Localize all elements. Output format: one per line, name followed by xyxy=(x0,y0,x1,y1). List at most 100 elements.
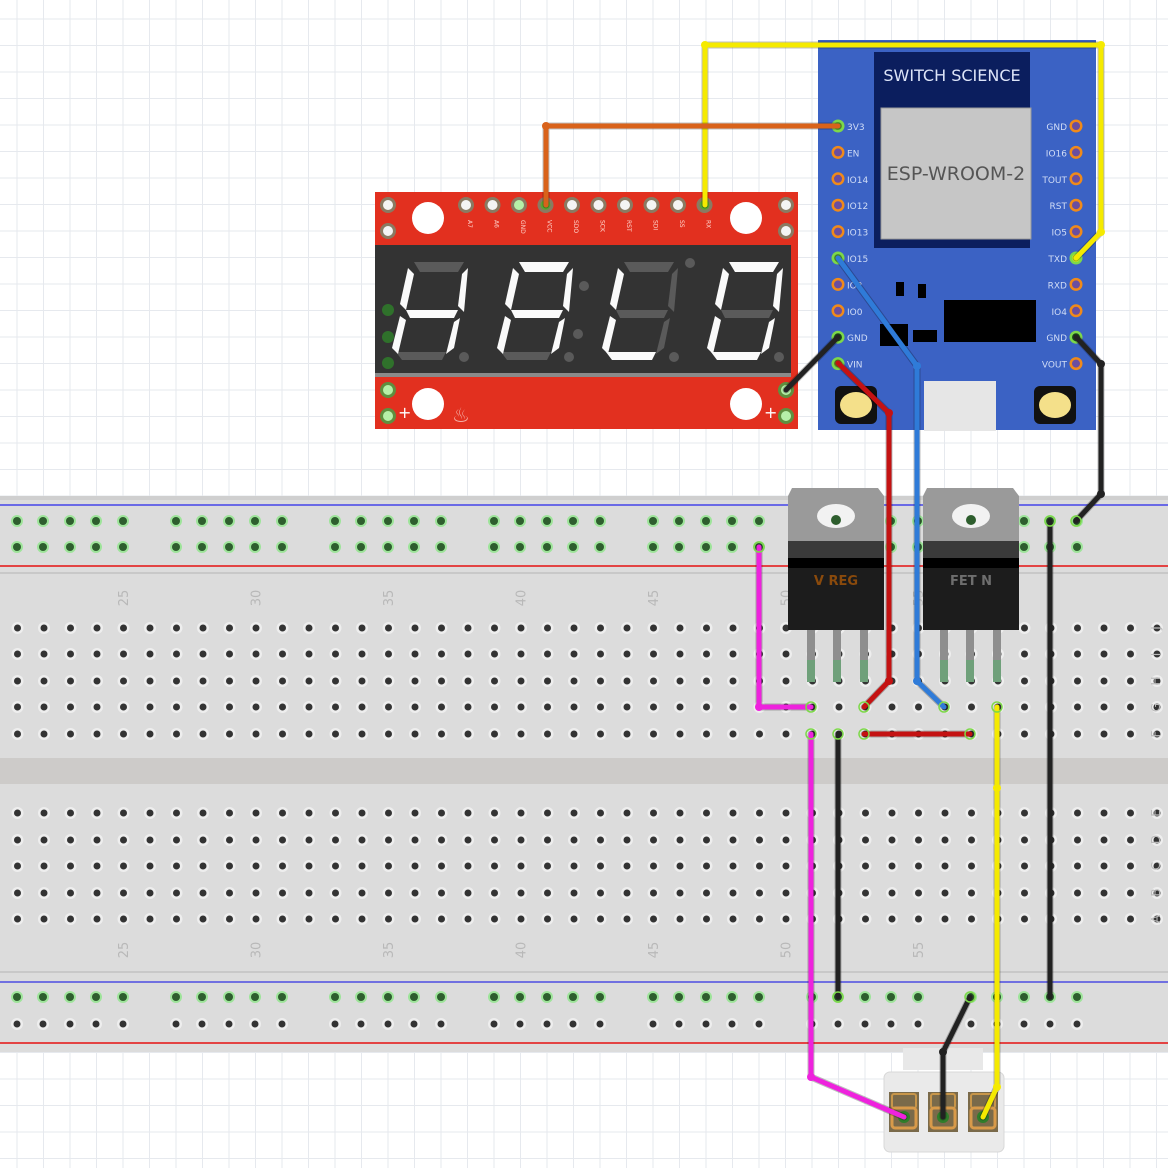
voltage-regulator[interactable]: V REG xyxy=(788,488,884,682)
breadboard-hole-connected[interactable] xyxy=(66,543,74,551)
breadboard-hole[interactable] xyxy=(14,730,21,738)
breadboard-hole[interactable] xyxy=(252,889,260,897)
breadboard-hole[interactable] xyxy=(67,677,74,685)
breadboard-hole[interactable] xyxy=(119,1020,127,1028)
breadboard-hole[interactable] xyxy=(888,703,896,711)
breadboard-hole[interactable] xyxy=(623,624,631,632)
breadboard-hole[interactable] xyxy=(967,1020,975,1028)
breadboard-hole[interactable] xyxy=(570,889,578,897)
breadboard-hole[interactable] xyxy=(1153,624,1161,632)
breadboard-hole[interactable] xyxy=(120,703,127,711)
breadboard-hole-connected[interactable] xyxy=(384,517,392,525)
breadboard-hole[interactable] xyxy=(358,624,366,632)
breadboard-hole[interactable] xyxy=(173,889,180,897)
breadboard-hole[interactable] xyxy=(597,809,604,817)
display-pin-gnd[interactable] xyxy=(514,200,524,210)
breadboard-hole[interactable] xyxy=(1127,809,1134,817)
breadboard-hole[interactable] xyxy=(1074,650,1081,658)
breadboard-hole[interactable] xyxy=(1021,809,1028,817)
breadboard-hole[interactable] xyxy=(1127,836,1134,844)
display-pin-sdo[interactable] xyxy=(567,200,577,210)
breadboard-hole[interactable] xyxy=(782,889,790,897)
breadboard-hole[interactable] xyxy=(40,730,48,738)
breadboard-hole[interactable] xyxy=(332,677,339,685)
breadboard-hole[interactable] xyxy=(252,809,260,817)
breadboard-hole[interactable] xyxy=(1100,624,1108,632)
breadboard-hole[interactable] xyxy=(411,889,419,897)
breadboard-hole-connected[interactable] xyxy=(119,543,127,551)
breadboard-hole-connected[interactable] xyxy=(225,993,233,1001)
breadboard-hole[interactable] xyxy=(332,730,339,738)
breadboard-hole[interactable] xyxy=(703,730,710,738)
breadboard-hole[interactable] xyxy=(464,677,472,685)
breadboard-hole[interactable] xyxy=(40,862,48,870)
breadboard-hole[interactable] xyxy=(570,862,578,870)
breadboard-hole[interactable] xyxy=(40,677,48,685)
breadboard-hole[interactable] xyxy=(146,703,154,711)
breadboard-hole[interactable] xyxy=(782,677,790,685)
breadboard-hole[interactable] xyxy=(915,836,922,844)
breadboard-hole[interactable] xyxy=(1127,650,1134,658)
breadboard-hole[interactable] xyxy=(941,836,949,844)
breadboard-hole-connected[interactable] xyxy=(543,517,551,525)
breadboard-hole[interactable] xyxy=(173,677,180,685)
breadboard-hole-connected[interactable] xyxy=(649,517,657,525)
breadboard-hole[interactable] xyxy=(226,836,233,844)
breadboard-hole-connected[interactable] xyxy=(172,543,180,551)
breadboard-hole[interactable] xyxy=(517,809,525,817)
breadboard-hole[interactable] xyxy=(226,730,233,738)
breadboard-hole[interactable] xyxy=(782,836,790,844)
esp-pin-gnd[interactable] xyxy=(1072,122,1080,130)
breadboard-hole[interactable] xyxy=(1100,650,1108,658)
breadboard-hole[interactable] xyxy=(570,809,578,817)
yellow-wire-rx-to-txd-bendpoint[interactable] xyxy=(1097,41,1105,49)
breadboard-hole[interactable] xyxy=(544,650,551,658)
breadboard-hole[interactable] xyxy=(782,915,790,923)
breadboard-hole[interactable] xyxy=(279,862,286,870)
breadboard-hole-connected[interactable] xyxy=(543,993,551,1001)
breadboard-hole[interactable] xyxy=(332,889,339,897)
breadboard-hole[interactable] xyxy=(279,730,286,738)
display-power-pin[interactable] xyxy=(781,411,791,421)
breadboard-hole[interactable] xyxy=(596,1020,604,1028)
breadboard-hole[interactable] xyxy=(358,730,366,738)
breadboard-hole-connected[interactable] xyxy=(198,993,206,1001)
breadboard-hole[interactable] xyxy=(888,836,896,844)
breadboard-hole-connected[interactable] xyxy=(66,517,74,525)
wire-endpoint[interactable] xyxy=(938,701,950,713)
breadboard-hole[interactable] xyxy=(92,1020,100,1028)
breadboard-hole[interactable] xyxy=(491,624,498,632)
breadboard-hole[interactable] xyxy=(1100,703,1108,711)
breadboard-hole[interactable] xyxy=(438,677,445,685)
breadboard-hole-connected[interactable] xyxy=(516,993,524,1001)
breadboard-hole[interactable] xyxy=(729,650,737,658)
breadboard-hole[interactable] xyxy=(1153,889,1161,897)
breadboard-hole[interactable] xyxy=(1074,836,1081,844)
breadboard-hole-connected[interactable] xyxy=(516,543,524,551)
breadboard-hole-connected[interactable] xyxy=(596,993,604,1001)
breadboard-hole[interactable] xyxy=(438,862,445,870)
breadboard-hole[interactable] xyxy=(358,650,366,658)
breadboard-hole[interactable] xyxy=(1021,650,1028,658)
breadboard-hole[interactable] xyxy=(173,836,180,844)
breadboard-hole[interactable] xyxy=(120,809,127,817)
breadboard-hole[interactable] xyxy=(703,624,710,632)
breadboard-hole[interactable] xyxy=(1021,730,1028,738)
breadboard-hole[interactable] xyxy=(199,624,207,632)
breadboard-hole[interactable] xyxy=(570,915,578,923)
breadboard-hole-connected[interactable] xyxy=(357,993,365,1001)
breadboard-hole[interactable] xyxy=(623,650,631,658)
breadboard-hole[interactable] xyxy=(67,809,74,817)
breadboard-hole-connected[interactable] xyxy=(410,993,418,1001)
breadboard-hole-connected[interactable] xyxy=(384,993,392,1001)
breadboard-hole[interactable] xyxy=(332,836,339,844)
breadboard-hole[interactable] xyxy=(411,730,419,738)
breadboard-hole[interactable] xyxy=(968,862,975,870)
breadboard-hole[interactable] xyxy=(332,703,339,711)
wire-endpoint[interactable] xyxy=(753,541,765,553)
breadboard-hole[interactable] xyxy=(279,650,286,658)
breadboard-hole[interactable] xyxy=(623,836,631,844)
breadboard-hole[interactable] xyxy=(1153,809,1161,817)
breadboard-hole[interactable] xyxy=(862,809,869,817)
breadboard-hole[interactable] xyxy=(623,862,631,870)
